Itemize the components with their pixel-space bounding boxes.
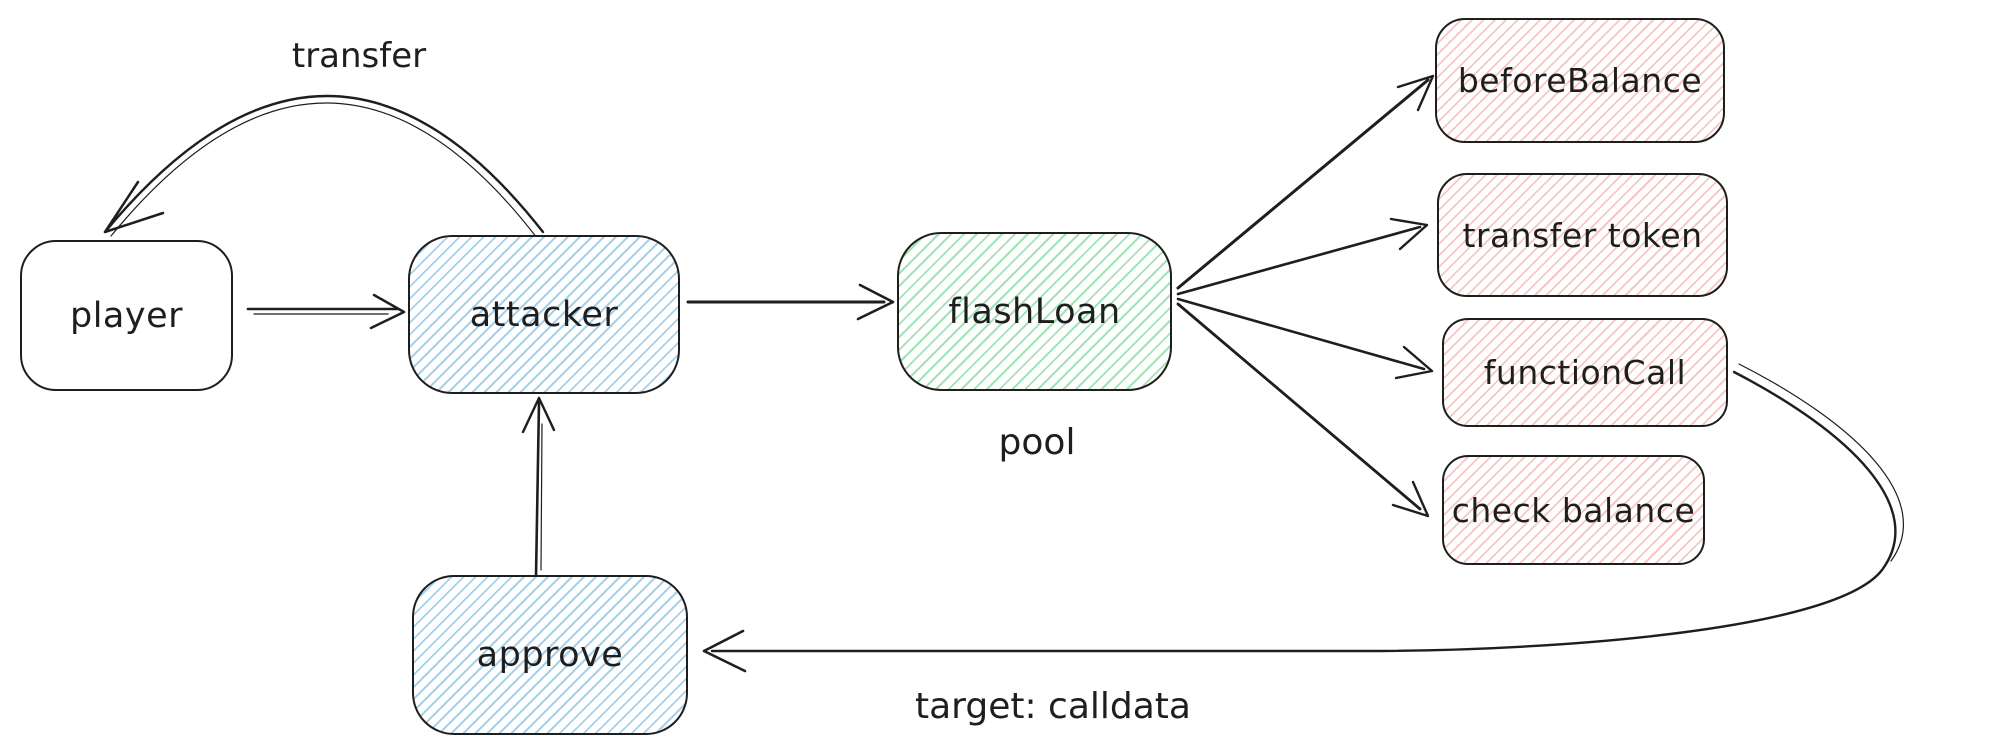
node-flashloan-label: flashLoan — [948, 291, 1121, 332]
node-transfertoken: transfer token — [1437, 173, 1728, 297]
node-beforebalance: beforeBalance — [1435, 18, 1725, 143]
arrow-functioncall-to-approve-head — [702, 629, 747, 673]
arrow-flashloan-to-transfertoken — [1176, 225, 1422, 296]
arrow-attacker-to-player — [103, 95, 545, 234]
node-beforebalance-label: beforeBalance — [1457, 61, 1703, 100]
node-attacker-label: attacker — [469, 294, 619, 335]
arrow-flashloan-to-transfertoken-head — [1389, 217, 1429, 251]
node-attacker: attacker — [408, 235, 680, 394]
node-player: player — [20, 240, 233, 391]
label-transfer: transfer — [291, 36, 427, 76]
node-approve-label: approve — [476, 635, 624, 675]
arrow-flashloan-to-functioncall — [1176, 297, 1426, 371]
arrow-flashloan-to-checkbalance-head — [1391, 480, 1430, 518]
label-target-calldata: target: calldata — [915, 686, 1191, 727]
node-checkbalance: check balance — [1442, 455, 1705, 565]
node-approve: approve — [412, 575, 688, 735]
arrow-attacker-to-flashloan-head — [856, 283, 895, 321]
arrow-player-to-attacker-head — [369, 293, 406, 330]
node-functioncall: functionCall — [1442, 318, 1728, 427]
arrow-functioncall-to-approve-sketch — [1738, 363, 1904, 562]
arrow-approve-to-attacker-head — [521, 396, 556, 434]
node-player-label: player — [69, 295, 184, 336]
node-transfertoken-label: transfer token — [1462, 215, 1703, 255]
arrow-approve-to-attacker — [534, 400, 541, 579]
node-functioncall-label: functionCall — [1483, 353, 1687, 392]
arrow-flashloan-to-functioncall-head — [1394, 345, 1434, 380]
arrow-flashloan-to-beforebalance-head — [1396, 74, 1435, 112]
node-flashloan: flashLoan — [897, 232, 1172, 391]
arrow-attacker-to-player-sketch — [110, 102, 538, 239]
arrow-flashloan-to-beforebalance — [1176, 78, 1430, 290]
label-pool: pool — [998, 422, 1076, 463]
node-checkbalance-label: check balance — [1451, 490, 1696, 530]
arrow-attacker-to-player-head — [103, 180, 165, 234]
arrow-flashloan-to-checkbalance — [1176, 302, 1422, 511]
arrow-functioncall-to-approve — [710, 370, 1897, 653]
arrow-approve-to-attacker-sketch — [540, 423, 543, 571]
